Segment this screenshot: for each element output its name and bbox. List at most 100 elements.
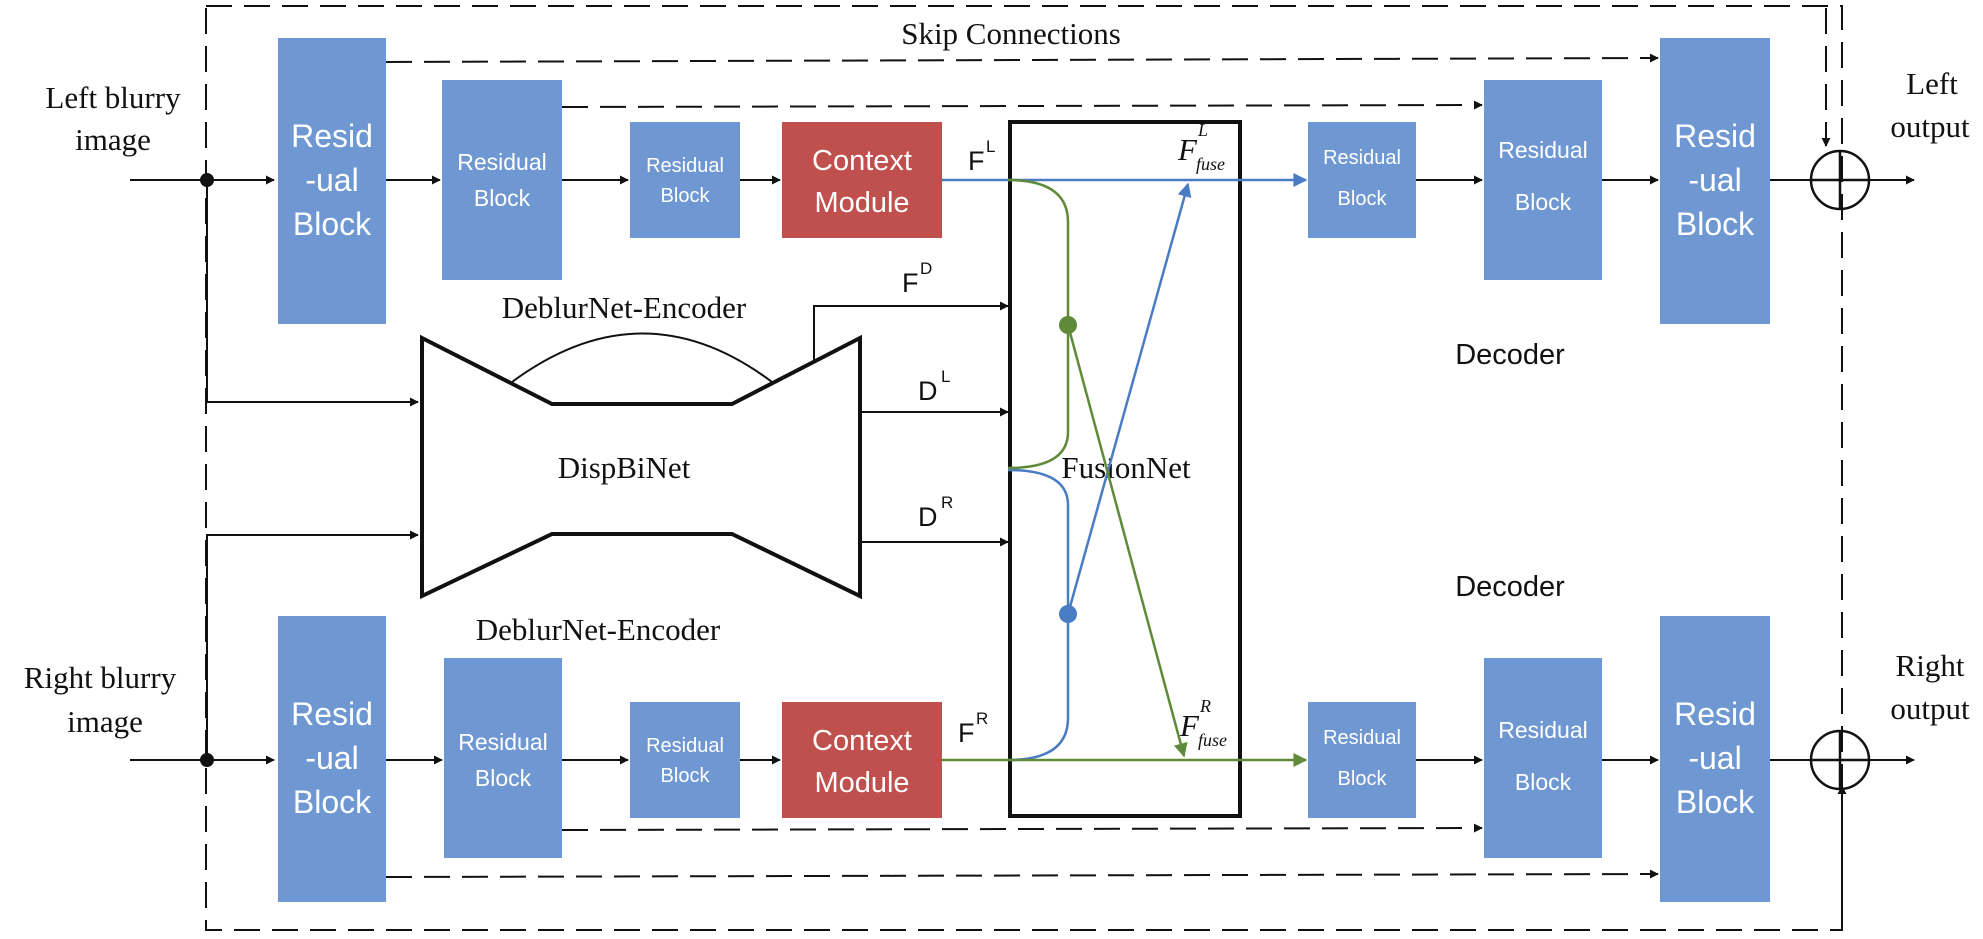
outer-dashed-frame [205, 5, 1843, 931]
svg-text:fuse: fuse [1196, 154, 1225, 174]
svg-text:Block: Block [293, 784, 372, 820]
top-decoder-medium-block: Residual Block [1484, 80, 1602, 280]
svg-text:Block: Block [1515, 769, 1572, 795]
svg-text:D: D [918, 502, 938, 532]
decoder-bottom-label: Decoder [1455, 571, 1565, 603]
svg-text:F: F [958, 718, 975, 748]
svg-text:Resid: Resid [291, 696, 373, 732]
fusionnet-label: FusionNet [1061, 450, 1191, 485]
signal-label-fd: F D [902, 259, 932, 298]
signal-label-fuse-right: F R fuse [1179, 696, 1227, 750]
bottom-medium-residual-block: Residual Block [444, 658, 562, 858]
dispbinet-shape [420, 334, 862, 600]
bottom-decoder-big-block: Resid -ual Block [1660, 616, 1770, 902]
svg-text:L: L [986, 137, 995, 156]
right-input-label: Right blurry [24, 660, 177, 695]
svg-text:F: F [1177, 132, 1198, 167]
signal-label-dl: D L [918, 367, 950, 406]
skip-connections-label: Skip Connections [901, 16, 1121, 51]
signal-label-fr: F R [958, 709, 988, 748]
top-big-residual-block: Resid -ual Block [278, 38, 386, 324]
skip-bottom-inner [561, 823, 1483, 833]
svg-text:Residual: Residual [1498, 717, 1588, 743]
left-input-label: Left blurry [45, 80, 181, 115]
svg-text:R: R [941, 493, 953, 512]
svg-text:L: L [1197, 120, 1208, 140]
bottom-big-residual-block: Resid -ual Block [278, 616, 386, 902]
top-flow-lines [130, 175, 1915, 407]
decoder-top-label: Decoder [1455, 339, 1565, 371]
dispbinet-encoder-arc [511, 332, 773, 383]
left-output-label: Left [1906, 66, 1958, 101]
svg-text:Block: Block [475, 765, 532, 791]
dispbinet-outputs [813, 301, 1009, 547]
svg-text:Residual: Residual [1323, 147, 1401, 169]
svg-text:Residual: Residual [1498, 137, 1588, 163]
svg-text:Block: Block [1338, 768, 1388, 790]
svg-text:Module: Module [814, 187, 909, 219]
svg-text:Block: Block [1338, 188, 1388, 210]
fusion-green-dot [1059, 316, 1077, 334]
left-junction-dot [200, 173, 214, 187]
left-output-label-2: output [1890, 109, 1970, 144]
svg-text:D: D [920, 259, 932, 278]
skip-bottom-outer [385, 869, 1659, 879]
signal-label-dr: D R [918, 493, 953, 532]
svg-text:fuse: fuse [1198, 730, 1227, 750]
top-small-residual-block: Residual Block [630, 122, 740, 238]
bottom-context-module: Context Module [782, 702, 942, 818]
signal-label-fuse-left: F L fuse [1177, 120, 1225, 174]
svg-text:F: F [968, 146, 985, 176]
top-medium-residual-block: Residual Block [442, 80, 562, 280]
svg-text:Block: Block [1515, 189, 1572, 215]
encoder-bottom-label: DeblurNet-Encoder [476, 612, 721, 647]
svg-text:-ual: -ual [1688, 740, 1741, 776]
svg-text:-ual: -ual [305, 740, 358, 776]
top-decoder-big-block: Resid -ual Block [1660, 38, 1770, 324]
left-input-label-2: image [75, 122, 151, 157]
top-decoder-small-block: Residual Block [1308, 122, 1416, 238]
svg-text:D: D [918, 376, 938, 406]
right-junction-dot [200, 753, 214, 767]
svg-text:Residual: Residual [458, 729, 548, 755]
svg-text:Residual: Residual [646, 155, 724, 177]
dispbinet-label: DispBiNet [558, 450, 691, 485]
svg-text:Block: Block [661, 765, 711, 787]
fusion-blue-dot [1059, 605, 1077, 623]
svg-text:Resid: Resid [1674, 118, 1756, 154]
encoder-top-label: DeblurNet-Encoder [502, 290, 747, 325]
svg-text:Block: Block [1676, 206, 1755, 242]
svg-text:Context: Context [812, 145, 912, 177]
svg-text:-ual: -ual [305, 162, 358, 198]
svg-text:R: R [1199, 696, 1211, 716]
right-input-label-2: image [67, 704, 143, 739]
svg-text:L: L [941, 367, 950, 386]
bottom-flow-lines [130, 530, 1915, 765]
svg-text:Resid: Resid [291, 118, 373, 154]
bottom-small-residual-block: Residual Block [630, 702, 740, 818]
right-output-label-2: output [1890, 691, 1970, 726]
sum-node-top [1809, 149, 1871, 211]
skip-top-outer [385, 53, 1659, 63]
sum-node-bottom [1809, 729, 1871, 791]
svg-text:R: R [976, 709, 988, 728]
bottom-decoder-small-block: Residual Block [1308, 702, 1416, 818]
svg-text:Resid: Resid [1674, 696, 1756, 732]
svg-text:Residual: Residual [1323, 727, 1401, 749]
svg-text:-ual: -ual [1688, 162, 1741, 198]
svg-text:Context: Context [812, 725, 912, 757]
svg-text:F: F [1179, 708, 1200, 743]
svg-text:Block: Block [1676, 784, 1755, 820]
right-output-label: Right [1896, 648, 1965, 683]
svg-text:Block: Block [293, 206, 372, 242]
svg-text:F: F [902, 268, 919, 298]
skip-connection-arrows [385, 8, 1847, 928]
svg-text:Block: Block [661, 185, 711, 207]
skip-top-inner [561, 100, 1483, 110]
svg-text:Block: Block [474, 185, 531, 211]
svg-text:Module: Module [814, 767, 909, 799]
svg-text:Residual: Residual [457, 149, 547, 175]
bottom-decoder-medium-block: Residual Block [1484, 658, 1602, 858]
top-context-module: Context Module [782, 122, 942, 238]
